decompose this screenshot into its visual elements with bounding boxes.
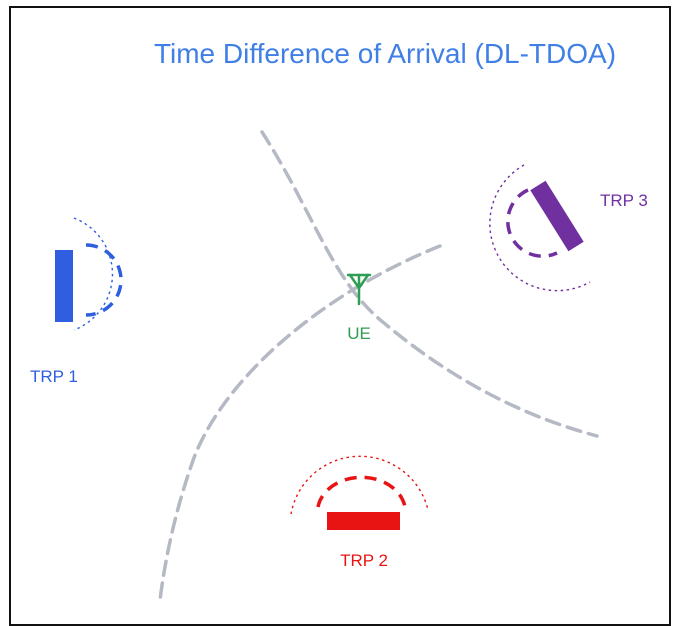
trp-2-label: TRP 2 <box>340 551 388 570</box>
trp-3-coverage-arc <box>489 164 591 292</box>
trp-2-signal-arc <box>316 475 407 508</box>
base-station-icon <box>327 512 400 530</box>
tdoa-hyperbola-1 <box>260 130 599 438</box>
trp-1-label: TRP 1 <box>30 367 78 386</box>
diagram-title: Time Difference of Arrival (DL-TDOA) <box>154 38 616 69</box>
trp-1: TRP 1 <box>30 217 123 386</box>
trp-2: TRP 2 <box>290 455 429 570</box>
base-station-icon <box>55 250 73 322</box>
trp-3: TRP 3 <box>489 164 648 292</box>
base-station-icon <box>530 180 584 252</box>
trp-3-label: TRP 3 <box>600 191 648 210</box>
trp-1-coverage-arc <box>73 217 114 331</box>
antenna-icon <box>346 273 372 306</box>
trp-2-coverage-arc <box>290 455 429 515</box>
tdoa-hyperbola-2 <box>158 244 442 602</box>
ue: UE <box>346 273 372 343</box>
ue-label: UE <box>347 324 371 343</box>
